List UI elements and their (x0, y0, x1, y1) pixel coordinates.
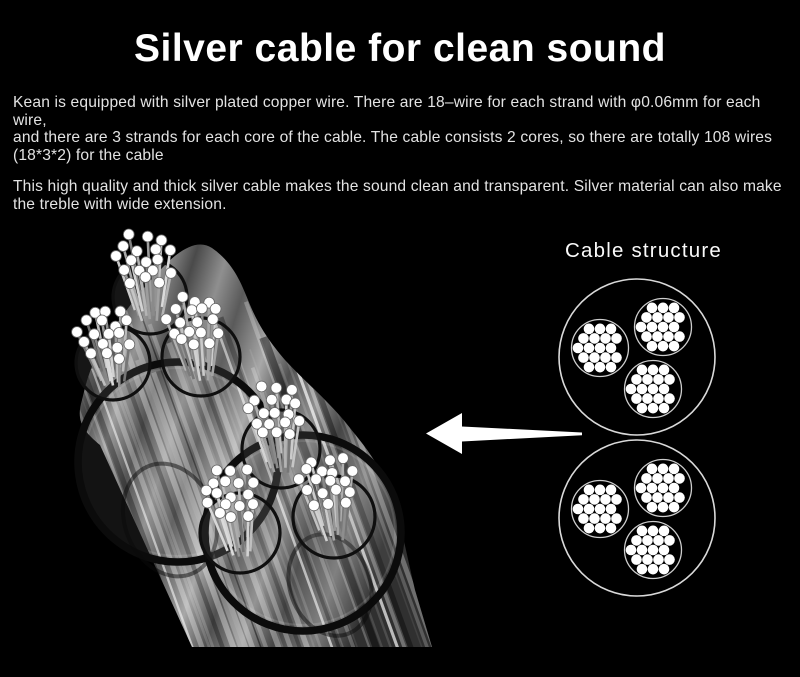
paragraph-wire-specs: Kean is equipped with silver plated copp… (13, 94, 773, 164)
silver-cable-photo (71, 228, 432, 647)
paragraph-sound-quality: This high quality and thick silver cable… (13, 178, 782, 213)
diagram-title: Cable structure (565, 239, 723, 262)
cable-structure-diagram (558, 278, 716, 597)
page-title: Silver cable for clean sound (133, 27, 666, 70)
arrow-left-icon (426, 413, 582, 454)
description-block: Kean is equipped with silver plated copp… (13, 94, 791, 227)
